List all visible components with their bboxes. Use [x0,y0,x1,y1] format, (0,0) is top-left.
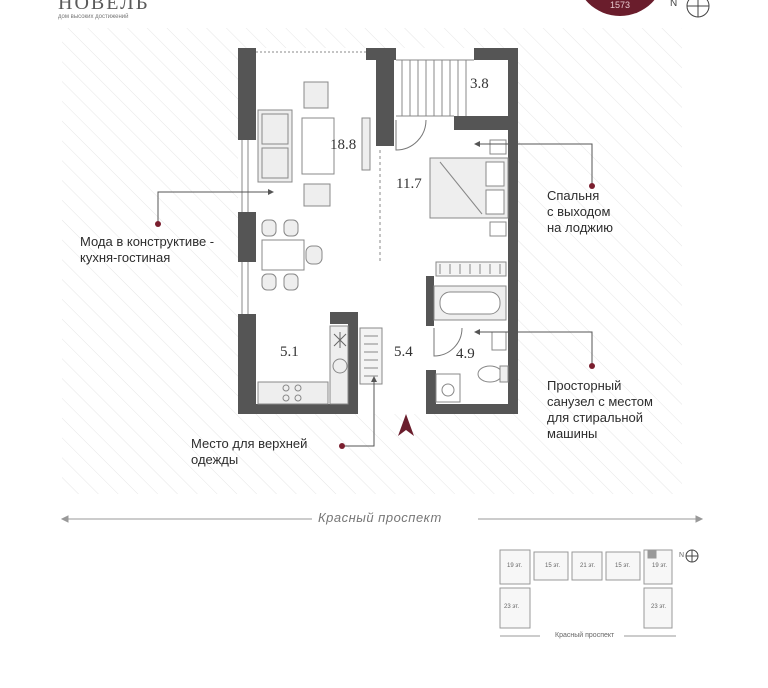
site-floor-label-4: 15 эт. [615,563,631,569]
callout-leaders [157,143,593,447]
site-floor-label-5: 19 эт. [652,563,668,569]
site-floor-label-2: 15 эт. [545,563,561,569]
bathroom-fixtures [433,285,509,403]
bedroom-wardrobe [435,261,507,277]
site-street-name: Красный проспект [555,632,615,639]
compass-label: N [670,0,678,9]
room-area-balcony: 3.8 [470,76,489,92]
room-area-bathroom: 4.9 [456,346,475,362]
site-plan [499,549,676,637]
living-furniture [257,81,381,262]
site-compass-icon [685,549,699,563]
site-floor-label-3: 21 эт. [580,563,596,569]
room-area-living: 18.8 [330,137,357,153]
callout-arrowheads [268,141,480,382]
site-compass-label: N [679,552,685,559]
callout-dots [155,183,595,449]
callout-bathroom: Просторный санузел с местом для стиральн… [547,378,653,442]
callout-kitchen-living: Мода в конструктиве - кухня-гостиная [80,234,214,266]
street-line [60,515,704,523]
dining-set [261,219,323,291]
room-area-hall: 5.4 [394,344,413,360]
wardrobe [359,327,383,385]
door-loggia [395,119,427,151]
callout-bathroom-line3: для стиральной [547,410,644,425]
windows [241,51,366,314]
site-floor-label-6: 23 эт. [504,604,520,610]
callout-bedroom: Спальня с выходом на лоджию [547,188,613,236]
compass-icon [686,0,710,18]
kitchen-counter [257,325,349,405]
entrance-arrow-icon [398,414,414,436]
street-name: Красный проспект [318,510,442,525]
callout-kitchen-living-line1: Мода в конструктиве - [80,234,215,249]
apartment-badge-text: 1573 [609,0,631,10]
site-floor-label-7: 23 эт. [651,604,667,610]
brand-logo: НОВЕЛЬ [58,0,150,14]
room-area-kitchen: 5.1 [280,344,299,360]
loggia-lines [396,59,474,117]
callout-bathroom-line1: Просторный [547,378,622,393]
callout-wardrobe-line2: одежды [191,452,239,467]
callout-wardrobe-line1: Место для верхней [191,436,308,451]
callout-bedroom-line2: с выходом [547,204,611,219]
site-floor-label-1: 19 эт. [507,563,523,569]
walls [238,48,518,414]
brand-tagline: дом высоких достижений [58,14,129,20]
callout-bedroom-line3: на лоджию [547,220,613,235]
callout-bedroom-line1: Спальня [547,188,600,203]
callout-bathroom-line2: санузел с местом [547,394,653,409]
bed [429,139,509,237]
room-area-bedroom: 11.7 [396,176,422,192]
callout-bathroom-line4: машины [547,426,598,441]
callout-kitchen-living-line2: кухня-гостиная [80,250,171,265]
callout-wardrobe: Место для верхней одежды [191,436,307,468]
